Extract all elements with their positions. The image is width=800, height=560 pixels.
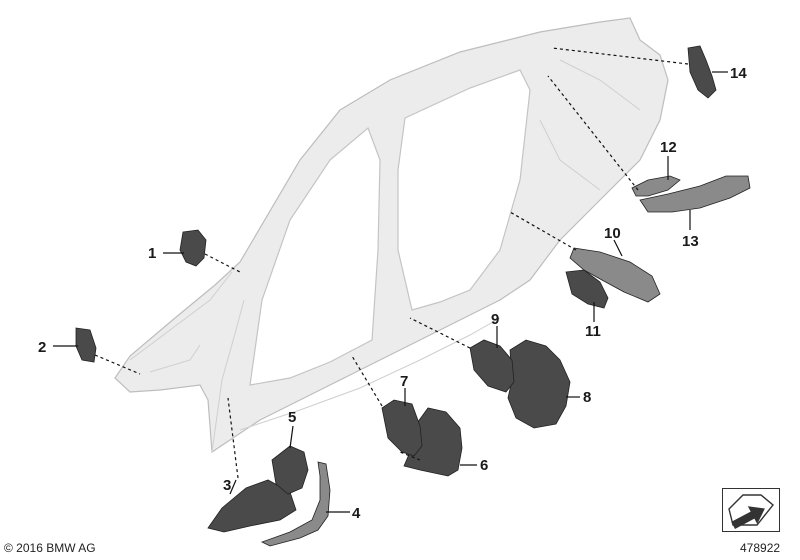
callout-6: 6 — [480, 457, 488, 474]
part-8 — [507, 339, 571, 429]
part-9 — [469, 339, 515, 393]
callout-12: 12 — [660, 139, 677, 156]
diagram-id: 478922 — [740, 541, 781, 555]
callout-labels: 1 2 3 4 5 6 7 8 9 10 11 12 13 14 — [38, 65, 747, 522]
callout-14: 14 — [730, 65, 747, 82]
leader-lines — [53, 47, 728, 513]
part-2 — [75, 327, 97, 363]
callout-11: 11 — [585, 323, 601, 340]
callout-4: 4 — [352, 505, 361, 522]
part-7 — [381, 399, 423, 457]
part-1 — [179, 229, 207, 267]
callout-7: 7 — [400, 373, 408, 390]
part-3 — [207, 479, 297, 533]
callout-1: 1 — [148, 245, 156, 262]
callout-8: 8 — [583, 389, 591, 406]
arrow-icon — [728, 494, 774, 529]
diagram-navigation-icon[interactable] — [722, 488, 780, 532]
callout-13: 13 — [682, 233, 699, 250]
part-14 — [687, 45, 717, 99]
callout-10: 10 — [604, 225, 621, 242]
part-10 — [569, 247, 661, 303]
copyright-text: © 2016 BMW AG — [4, 541, 96, 555]
callout-3: 3 — [223, 477, 231, 494]
callout-9: 9 — [491, 311, 499, 328]
part-13 — [639, 175, 751, 213]
callout-5: 5 — [288, 409, 296, 426]
part-12 — [631, 175, 681, 197]
callout-2: 2 — [38, 339, 46, 356]
body-side-frame — [114, 17, 669, 454]
part-5 — [271, 445, 309, 495]
part-4 — [260, 461, 331, 547]
part-11 — [565, 269, 609, 309]
